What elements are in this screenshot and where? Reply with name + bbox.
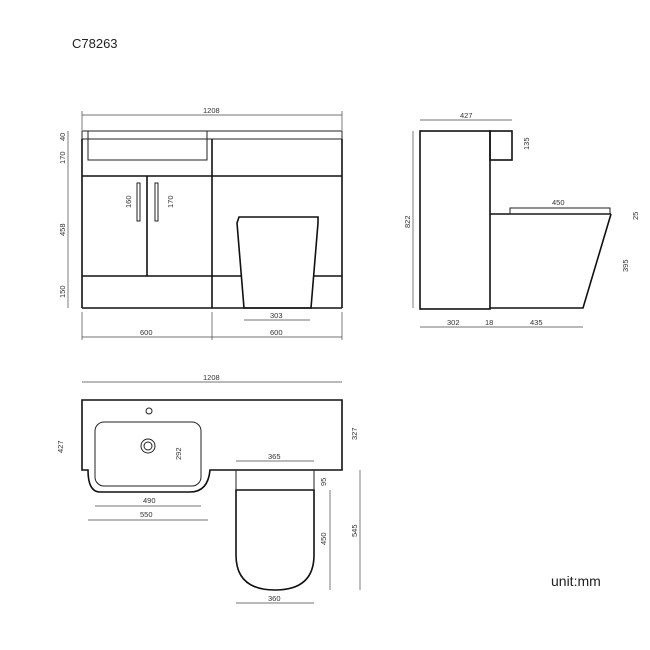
svg-text:822: 822	[403, 215, 412, 228]
svg-text:427: 427	[460, 111, 473, 120]
svg-text:95: 95	[319, 478, 328, 486]
side-view: 427 450 25 395 135 822 302 18 435	[403, 111, 640, 328]
product-code: C78263	[72, 36, 118, 51]
svg-text:170: 170	[58, 151, 67, 164]
svg-text:292: 292	[174, 447, 183, 460]
svg-text:450: 450	[319, 532, 328, 545]
svg-text:160: 160	[124, 195, 133, 208]
plan-view: 1208 292 427 327 490 550 365 95 450 545 …	[56, 373, 361, 604]
svg-text:135: 135	[522, 137, 531, 150]
svg-text:170: 170	[166, 195, 175, 208]
svg-text:18: 18	[485, 318, 493, 327]
svg-text:302: 302	[447, 318, 460, 327]
dim-front-width: 1208	[203, 106, 220, 115]
svg-text:550: 550	[140, 510, 153, 519]
svg-text:40: 40	[58, 133, 67, 141]
svg-text:327: 327	[350, 427, 359, 440]
svg-text:600: 600	[140, 328, 153, 337]
svg-text:25: 25	[631, 212, 640, 220]
svg-text:600: 600	[270, 328, 283, 337]
svg-text:1208: 1208	[203, 373, 220, 382]
svg-text:545: 545	[350, 524, 359, 537]
front-view: 1208 160 170 303 600 600 40 170 458 150	[58, 106, 343, 340]
svg-text:427: 427	[56, 440, 65, 453]
svg-text:150: 150	[58, 285, 67, 298]
svg-text:360: 360	[268, 594, 281, 603]
svg-text:450: 450	[552, 198, 565, 207]
svg-text:458: 458	[58, 223, 67, 236]
svg-text:490: 490	[143, 496, 156, 505]
svg-text:365: 365	[268, 452, 281, 461]
svg-text:395: 395	[621, 259, 630, 272]
svg-text:435: 435	[530, 318, 543, 327]
svg-text:303: 303	[270, 311, 283, 320]
unit-label: unit:mm	[551, 573, 601, 589]
